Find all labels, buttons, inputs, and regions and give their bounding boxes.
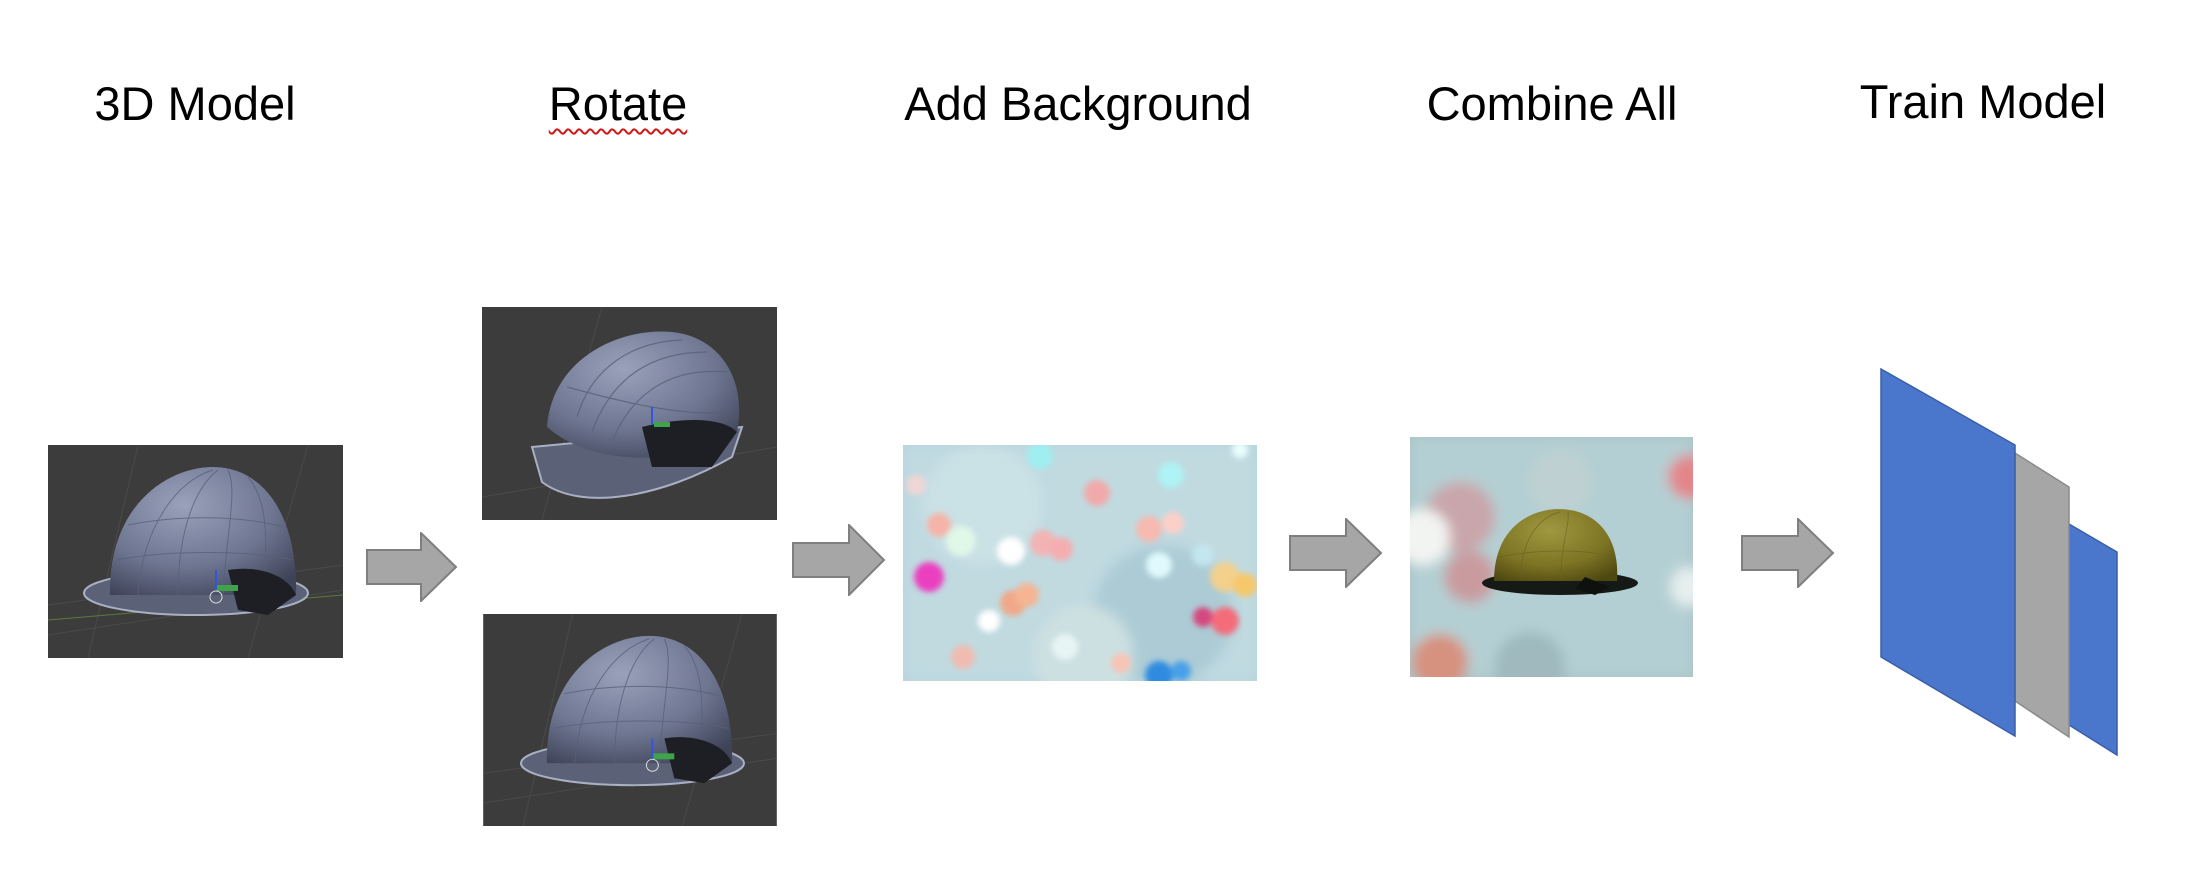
step-title-rotate: Rotate xyxy=(548,77,688,130)
bokeh-background-icon xyxy=(903,445,1257,681)
bokeh-background-image xyxy=(903,445,1257,681)
composite-image-icon xyxy=(1410,437,1693,677)
arrow-right-icon-4 xyxy=(1741,518,1835,588)
step-title-3d-model: 3D Model xyxy=(94,77,296,130)
rotated-render-top-image xyxy=(482,307,777,520)
composite-image xyxy=(1410,437,1693,677)
rotated-render-bottom-image xyxy=(483,614,777,826)
helmet-render-image xyxy=(48,445,343,658)
network-layer-3 xyxy=(2068,522,2118,757)
arrow-right-icon-3 xyxy=(1289,518,1383,588)
helmet-render-icon xyxy=(48,445,343,658)
step-title-add-background: Add Background xyxy=(904,77,1252,130)
helmet-render-icon xyxy=(483,614,777,826)
arrow-right-icon-2 xyxy=(792,524,886,596)
network-layer-1 xyxy=(1880,367,2016,738)
step-title-train-model: Train Model xyxy=(1859,75,2107,128)
network-layer-2 xyxy=(2014,451,2070,739)
arrow-right-icon-1 xyxy=(366,532,458,602)
step-title-combine-all: Combine All xyxy=(1426,77,1678,130)
neural-network-layers-icon xyxy=(1880,365,2120,757)
helmet-render-icon xyxy=(482,307,777,520)
